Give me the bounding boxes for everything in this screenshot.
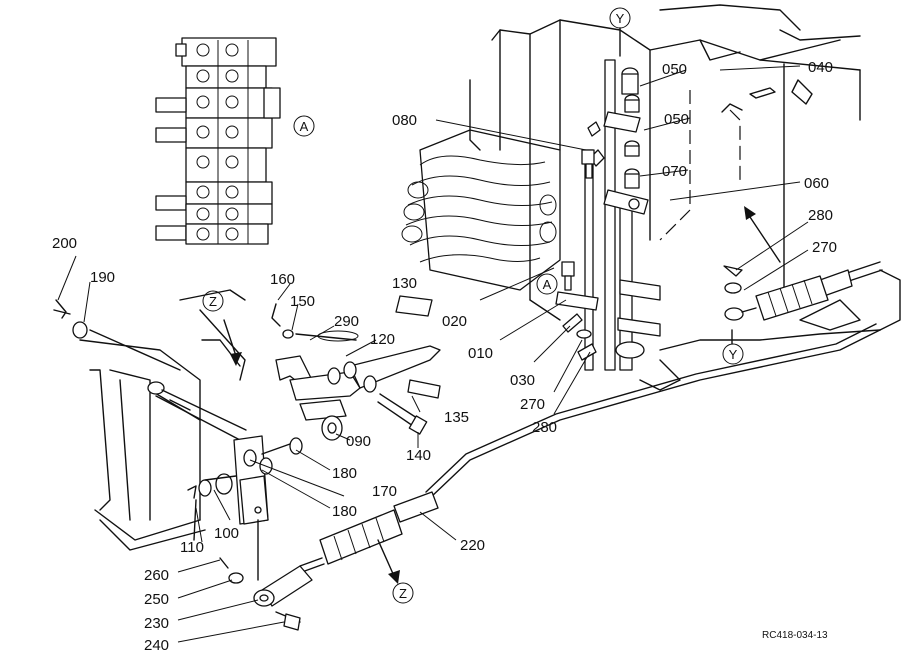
cable-end-y (723, 261, 883, 321)
arrows (223, 27, 781, 584)
label-200: 200 (52, 235, 77, 252)
label-135: 135 (444, 409, 469, 426)
view-mark-y-bottom: Y (722, 343, 744, 365)
label-150: 150 (290, 293, 315, 310)
label-120: 120 (370, 331, 395, 348)
inset-a-valve-block (155, 37, 281, 245)
label-050a: 050 (662, 61, 687, 78)
view-marks: A A Y Y Z Z (202, 7, 744, 604)
label-010: 010 (468, 345, 493, 362)
svg-text:Y: Y (616, 11, 625, 26)
label-270-right: 270 (812, 239, 837, 256)
label-030: 030 (510, 372, 535, 389)
frame-structure (469, 4, 901, 391)
leader-lines (57, 65, 809, 643)
control-cable (219, 323, 881, 631)
label-180a: 180 (332, 465, 357, 482)
label-280-right: 280 (808, 207, 833, 224)
label-180b: 180 (332, 503, 357, 520)
view-mark-a-inset: A (293, 115, 315, 137)
label-260: 260 (144, 567, 169, 584)
label-140: 140 (406, 447, 431, 464)
label-220: 220 (460, 537, 485, 554)
label-040: 040 (808, 59, 833, 76)
label-230: 230 (144, 615, 169, 632)
label-250: 250 (144, 591, 169, 608)
label-170: 170 (372, 483, 397, 500)
label-190: 190 (90, 269, 115, 286)
label-050b: 050 (664, 111, 689, 128)
label-060: 060 (804, 175, 829, 192)
view-mark-a-valve: A (536, 273, 558, 295)
label-130: 130 (392, 275, 417, 292)
svg-text:Y: Y (729, 347, 738, 362)
label-240: 240 (144, 637, 169, 654)
label-270-center: 270 (520, 396, 545, 413)
diagram-reference: RC418-034-13 (762, 630, 828, 641)
label-020: 020 (442, 313, 467, 330)
lift-rod-assembly (555, 59, 661, 371)
svg-text:A: A (300, 119, 309, 134)
label-290: 290 (334, 313, 359, 330)
label-160: 160 (270, 271, 295, 288)
view-mark-z-top: Z (202, 290, 224, 312)
label-100: 100 (214, 525, 239, 542)
view-mark-y-top: Y (609, 7, 631, 29)
svg-text:Z: Z (209, 294, 217, 309)
svg-text:Z: Z (399, 586, 407, 601)
label-070: 070 (662, 163, 687, 180)
view-mark-z-bottom: Z (392, 582, 414, 604)
label-110: 110 (180, 539, 204, 556)
label-090: 090 (346, 433, 371, 450)
svg-text:A: A (543, 277, 552, 292)
lever-stand (79, 289, 247, 551)
control-valve-assembly (401, 129, 561, 291)
label-080: 080 (392, 112, 417, 129)
label-280-center: 280 (532, 419, 557, 436)
part-labels: 080 050 050 070 040 060 280 270 130 020 … (52, 59, 837, 654)
